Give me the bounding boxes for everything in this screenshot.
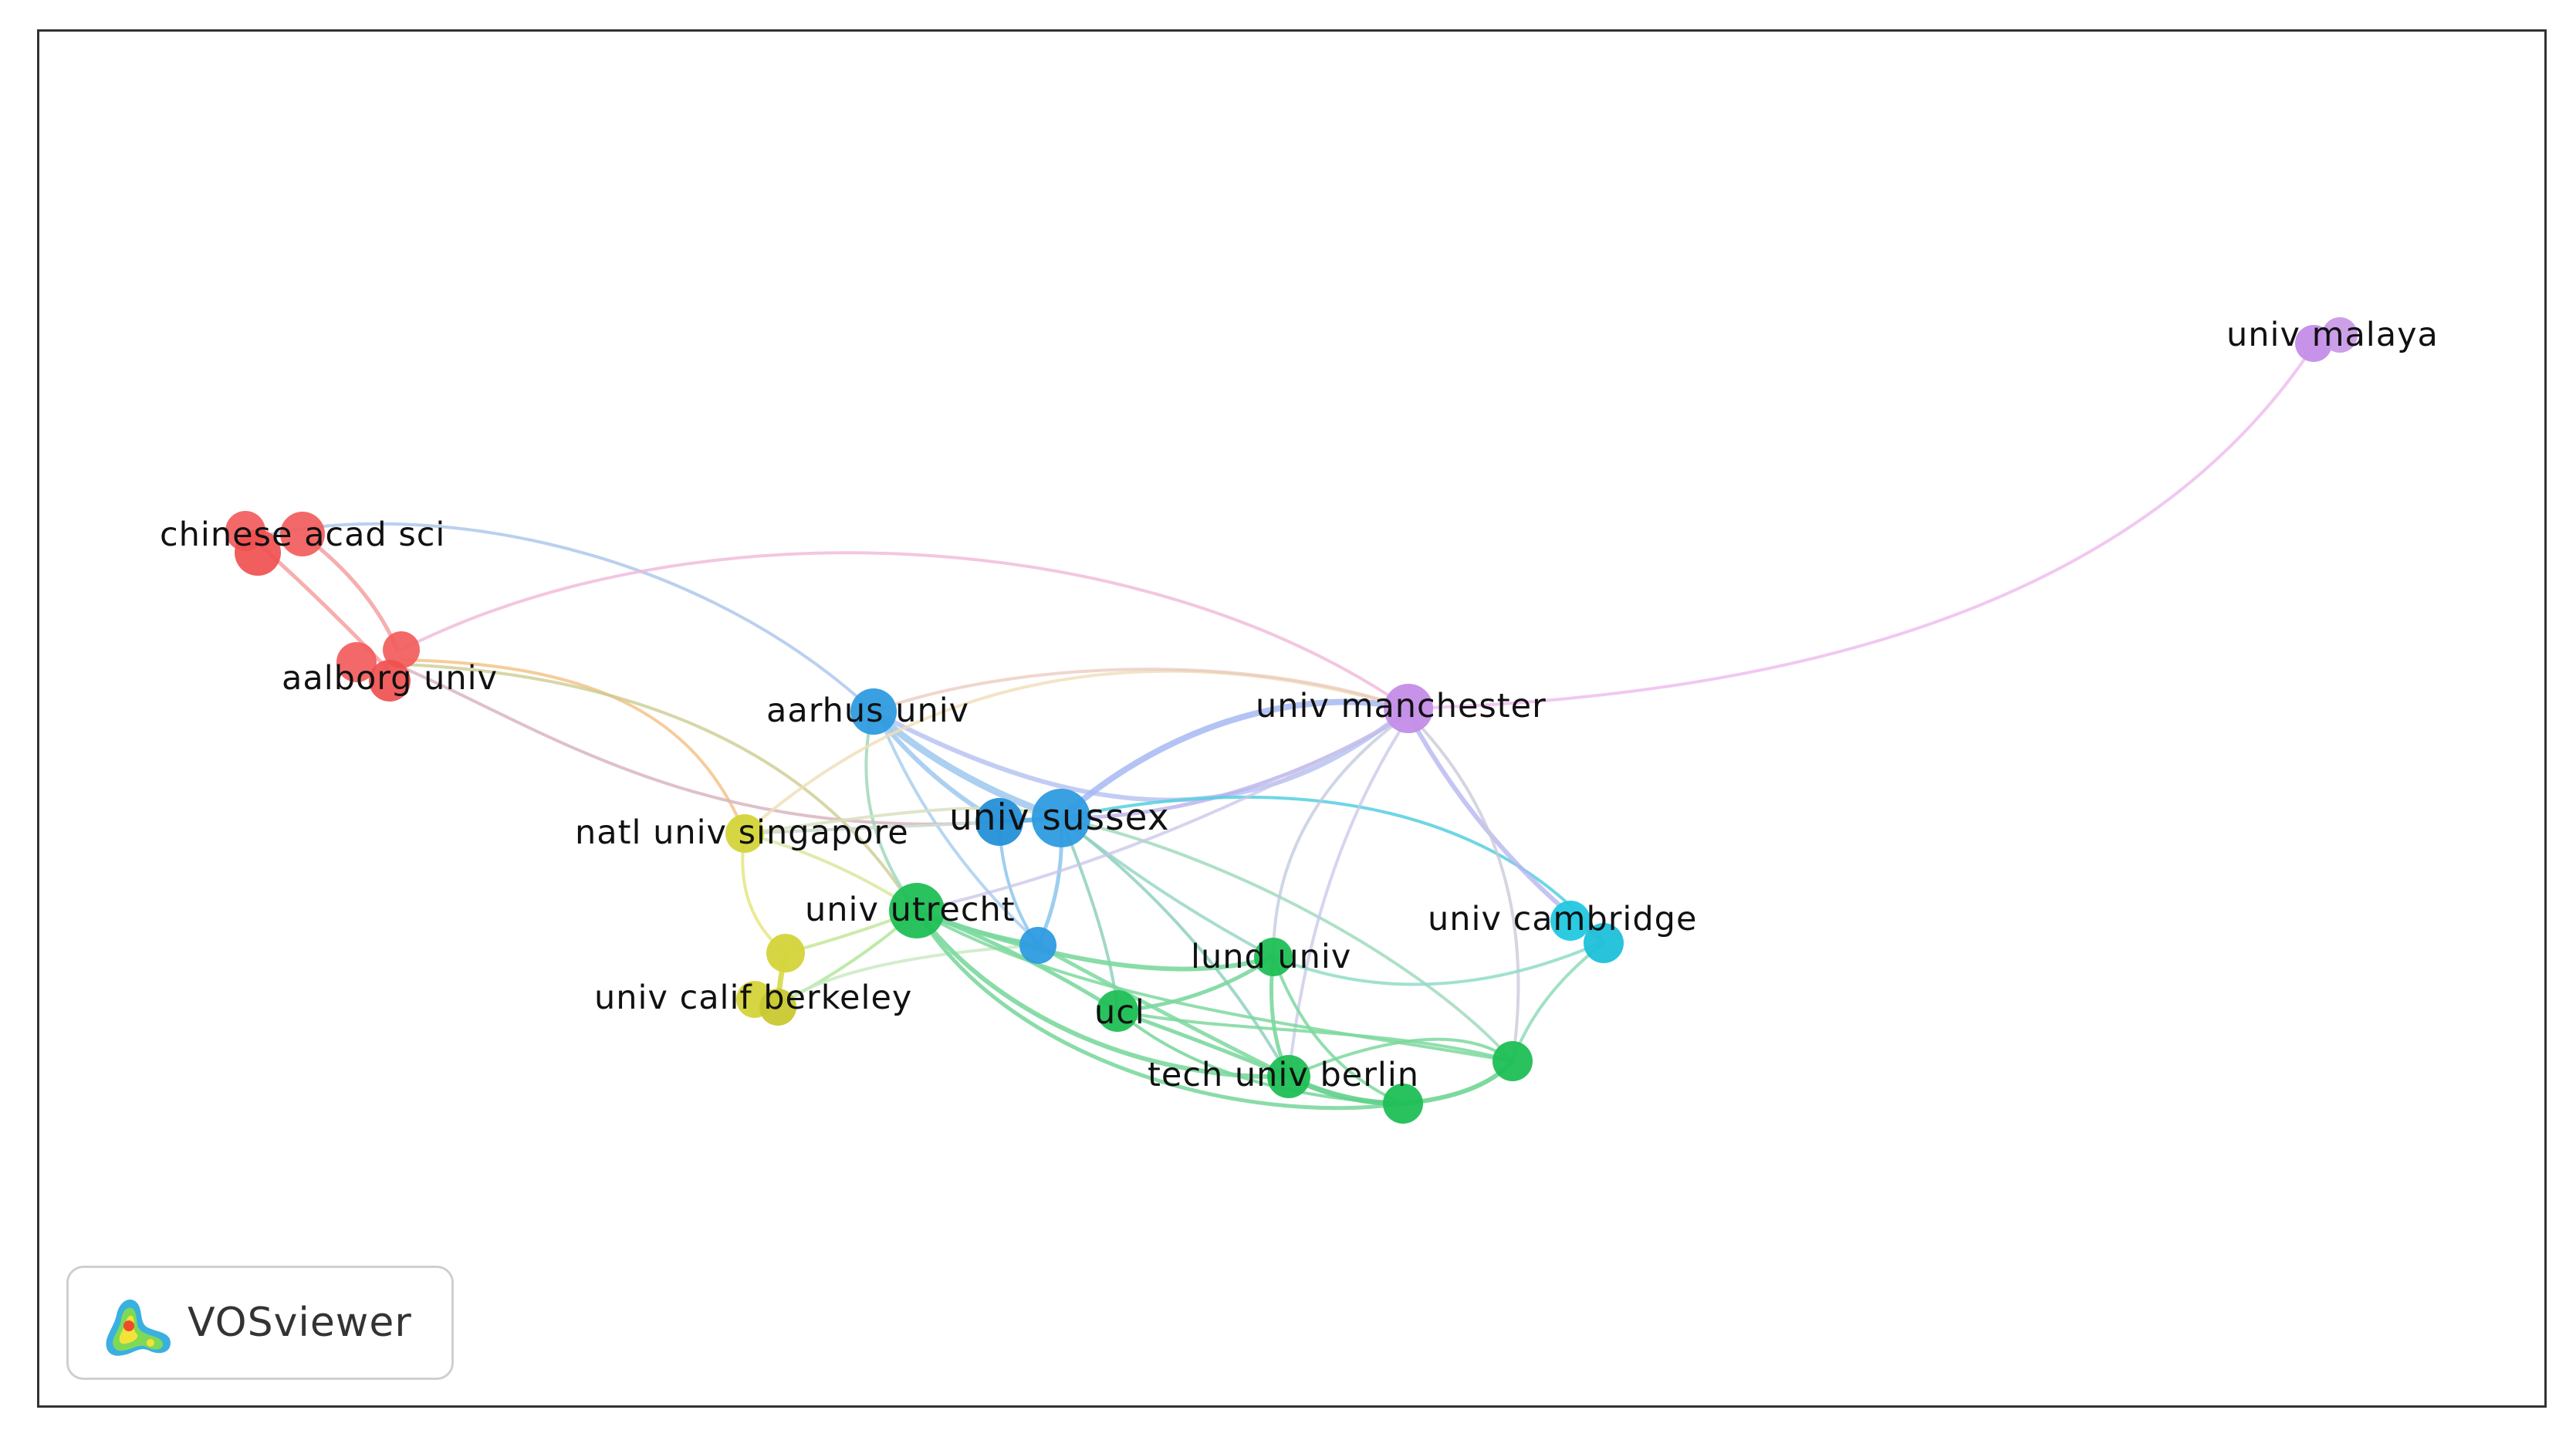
node-aalborg-univ[interactable] (336, 642, 377, 682)
node-univ-calif-berkeley[interactable] (759, 989, 796, 1026)
edge (915, 712, 1410, 912)
vosviewer-brand-name: VOSviewer (188, 1300, 412, 1346)
edge (1060, 795, 1605, 943)
edge (1060, 817, 1275, 959)
node-aalborg-univ[interactable] (369, 660, 411, 702)
node-univ-calif-berkeley[interactable] (766, 934, 805, 972)
edge (776, 944, 1040, 1006)
network-labels: chinese acad sci aalborg univ aarhus uni… (160, 316, 2439, 1094)
node-label: aalborg univ (282, 659, 498, 698)
node-label: tech univ berlin (1148, 1056, 1419, 1094)
edge (870, 708, 1065, 822)
edge (878, 716, 1043, 947)
node-label: univ utrecht (805, 891, 1016, 929)
node[interactable] (1383, 1084, 1423, 1124)
node-univ-sussex[interactable] (975, 798, 1023, 846)
node-label: univ manchester (1256, 687, 1547, 725)
node-label: ucl (1094, 993, 1145, 1032)
node-univ-manchester[interactable] (1384, 684, 1433, 733)
node-chinese-acad-sci[interactable] (280, 512, 325, 556)
node-label: univ sussex (949, 796, 1170, 839)
node-lund-univ[interactable] (1254, 938, 1293, 976)
node-label: chinese acad sci (160, 516, 445, 554)
edge (1272, 940, 1605, 986)
node-ucl[interactable] (1097, 990, 1138, 1032)
edge (1407, 342, 2317, 710)
edge (1272, 712, 1410, 959)
node-univ-malaya[interactable] (2322, 317, 2358, 353)
edge (1287, 716, 1410, 1078)
node-univ-cambridge[interactable] (1584, 923, 1624, 963)
network-nodes (225, 317, 2358, 1124)
node-label: lund univ (1191, 938, 1351, 976)
node-label: univ calif berkeley (594, 979, 912, 1017)
edge (1058, 698, 1411, 821)
edge (914, 908, 1405, 1111)
edge (384, 662, 916, 912)
edge (1407, 712, 1520, 1063)
node-univ-utrecht[interactable] (889, 883, 945, 938)
node-aarhus-univ[interactable] (850, 688, 897, 735)
vosviewer-badge: VOSviewer (66, 1266, 454, 1380)
vosviewer-logo-icon (106, 1299, 171, 1356)
edge (915, 909, 1514, 1063)
node-tech-univ-berlin[interactable] (1267, 1055, 1310, 1098)
edge (1036, 943, 1291, 1079)
edge (1272, 955, 1405, 1105)
edge (872, 668, 1410, 713)
node-label: aarhus univ (766, 691, 969, 730)
node[interactable] (1493, 1041, 1533, 1081)
edge (914, 908, 1276, 972)
network-frame (37, 29, 2547, 1408)
node-chinese-acad-sci[interactable] (235, 529, 281, 576)
edge (400, 658, 746, 835)
node-natl-univ-singapore[interactable] (725, 814, 764, 853)
edge (1287, 1037, 1514, 1078)
edge (743, 806, 1063, 835)
node-univ-sussex[interactable] (1032, 789, 1090, 847)
node-label: univ malaya (2226, 316, 2439, 354)
node[interactable] (1019, 927, 1056, 964)
edge (261, 522, 874, 712)
node-label: natl univ singapore (575, 813, 909, 852)
edge (1115, 955, 1276, 1013)
edge (1060, 817, 1290, 1078)
node-univ-cambridge[interactable] (1550, 901, 1591, 941)
edge (743, 820, 1001, 835)
node-label: univ cambridge (1428, 900, 1697, 938)
node-aalborg-univ[interactable] (383, 631, 420, 668)
network-edges (252, 342, 2317, 1111)
edge (400, 551, 1410, 710)
